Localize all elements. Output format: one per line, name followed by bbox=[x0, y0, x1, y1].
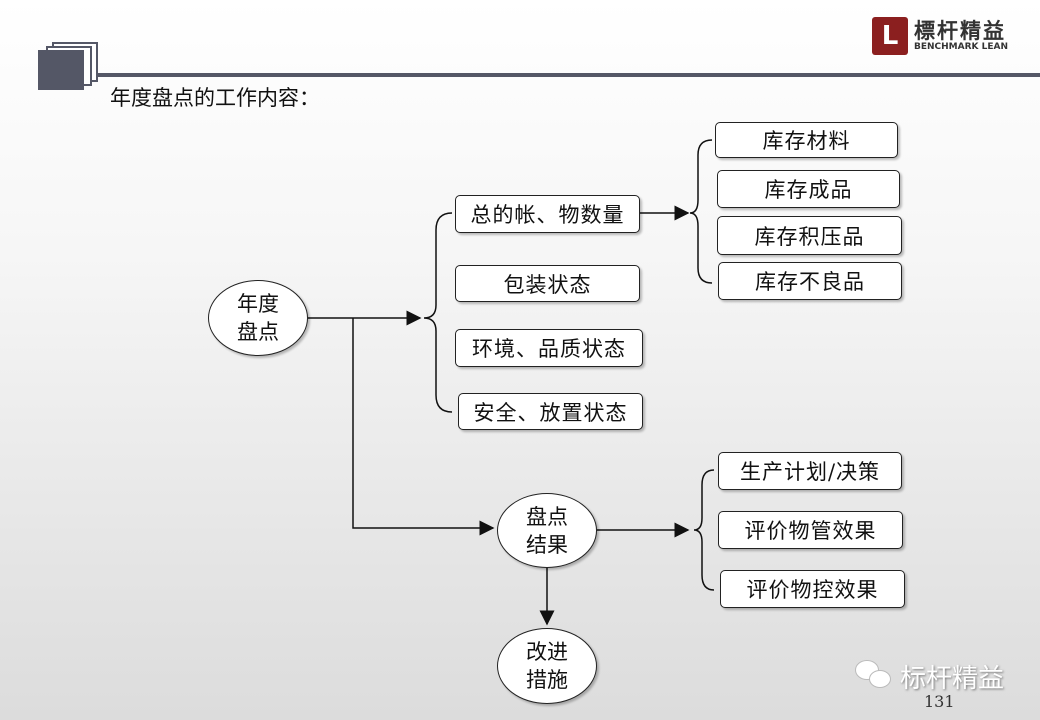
node-improvement: 改进措施 bbox=[497, 628, 597, 704]
node-line: 盘点 bbox=[526, 504, 568, 529]
result-item: 生产计划/决策 bbox=[718, 452, 902, 490]
inventory-item: 库存不良品 bbox=[718, 262, 902, 300]
content-item: 安全、放置状态 bbox=[458, 393, 643, 430]
node-inventory-result: 盘点结果 bbox=[497, 493, 597, 568]
page-number: 131 bbox=[924, 692, 955, 711]
logo: L 標杆精益 BENCHMARK LEAN bbox=[872, 15, 1032, 57]
node-line: 措施 bbox=[526, 668, 568, 692]
inventory-item: 库存积压品 bbox=[717, 216, 902, 255]
header-bar bbox=[60, 73, 1040, 77]
node-line: 盘点 bbox=[237, 320, 279, 344]
result-item: 评价物管效果 bbox=[718, 511, 903, 549]
node-line: 年度 bbox=[237, 292, 279, 316]
logo-en: BENCHMARK LEAN bbox=[914, 42, 1009, 52]
result-item: 评价物控效果 bbox=[720, 570, 905, 608]
content-item: 环境、品质状态 bbox=[455, 329, 643, 367]
content-item: 总的帐、物数量 bbox=[455, 195, 640, 233]
page-title: 年度盘点的工作内容： bbox=[110, 86, 320, 110]
node-line: 改进 bbox=[526, 640, 568, 664]
node-annual-inventory: 年度盘点 bbox=[208, 280, 308, 356]
watermark: 标杆精益 bbox=[900, 664, 1005, 694]
book-icon bbox=[38, 42, 102, 90]
node-line: 结果 bbox=[526, 532, 568, 557]
logo-cn: 標杆精益 bbox=[914, 19, 1006, 43]
wechat-icon bbox=[855, 660, 895, 690]
content-item: 包装状态 bbox=[455, 265, 640, 302]
inventory-item: 库存成品 bbox=[717, 170, 900, 208]
inventory-item: 库存材料 bbox=[715, 122, 898, 158]
